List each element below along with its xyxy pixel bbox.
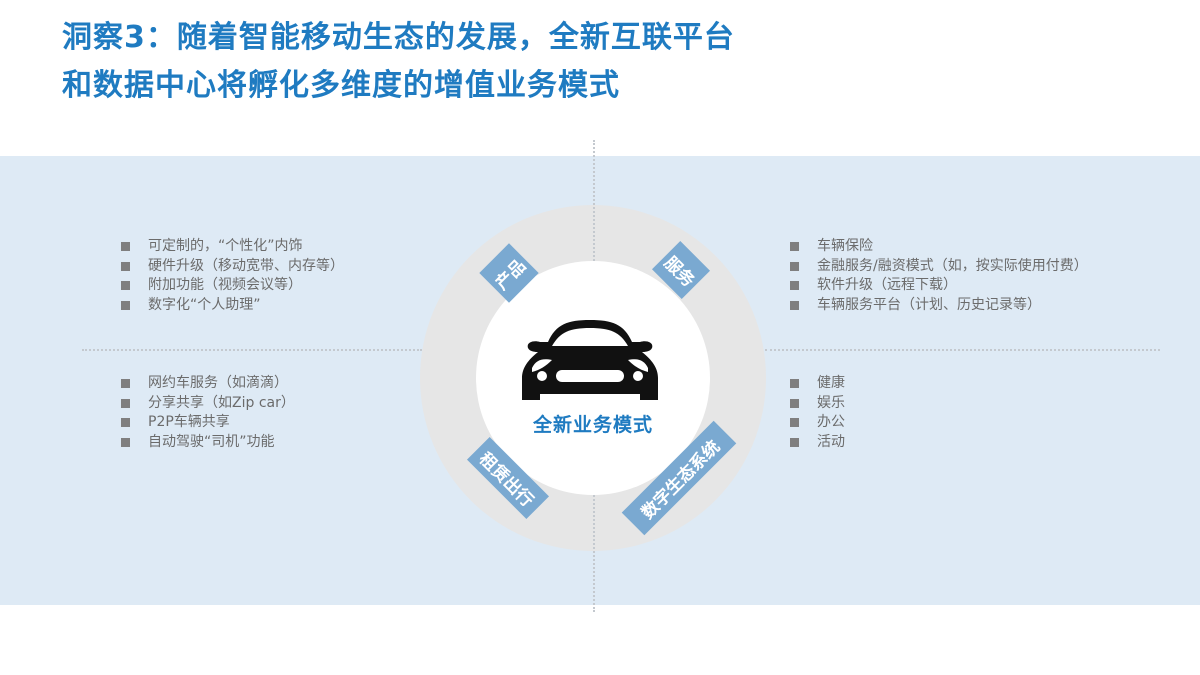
list-item: 硬件升级（移动宽带、内存等） [118,257,344,277]
list-item: 附加功能（视频会议等） [118,276,344,296]
bullet-icon [790,398,799,408]
bullet-icon [121,437,130,447]
bullet-icon [121,379,130,388]
list-item: 自动驾驶“司机”功能 [118,433,295,453]
list-item: 分享共享（如Zip car） [118,394,295,414]
horizontal-divider-right [765,349,1160,351]
bullet-icon [790,418,799,427]
page-title: 洞察3：随着智能移动生态的发展，全新互联平台 和数据中心将孵化多维度的增值业务模… [62,14,735,110]
bullet-icon [790,437,799,447]
list-item: 健康 [787,374,845,394]
list-item: 数字化“个人助理” [118,296,344,316]
bullet-icon [121,281,130,290]
list-item: 金融服务/融资模式（如，按实际使用付费） [787,257,1088,277]
list-item: 车辆保险 [787,237,1088,257]
bullet-icon [790,242,799,251]
list-item: 可定制的，“个性化”内饰 [118,237,344,257]
bullet-icon [790,281,799,290]
product-list: 可定制的，“个性化”内饰 硬件升级（移动宽带、内存等） 附加功能（视频会议等） … [118,237,344,315]
bullet-icon [121,418,130,427]
bullet-icon [121,398,130,408]
title-line-1: 洞察3：随着智能移动生态的发展，全新互联平台 [62,20,735,55]
list-item: 软件升级（远程下载） [787,276,1088,296]
car-icon [522,320,658,400]
horizontal-divider-left [82,349,422,351]
bullet-icon [790,379,799,388]
ecosystem-list: 健康 娱乐 办公 活动 [787,374,845,452]
service-list: 车辆保险 金融服务/融资模式（如，按实际使用付费） 软件升级（远程下载） 车辆服… [787,237,1088,315]
list-item: 娱乐 [787,394,845,414]
list-item: 网约车服务（如滴滴） [118,374,295,394]
list-item: P2P车辆共享 [118,413,295,433]
mobility-list: 网约车服务（如滴滴） 分享共享（如Zip car） P2P车辆共享 自动驾驶“司… [118,374,295,452]
list-item: 活动 [787,433,845,453]
bullet-icon [790,261,799,271]
bullet-icon [121,242,130,251]
title-line-2: 和数据中心将孵化多维度的增值业务模式 [62,68,620,103]
bullet-icon [121,300,130,310]
bullet-icon [790,300,799,310]
bullet-icon [121,261,130,271]
list-item: 车辆服务平台（计划、历史记录等） [787,296,1088,316]
center-label: 全新业务模式 [532,414,653,436]
list-item: 办公 [787,413,845,433]
